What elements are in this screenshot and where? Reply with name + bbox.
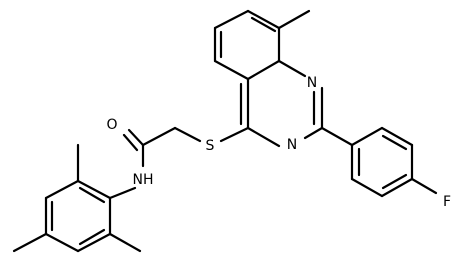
fluorine-label: F bbox=[443, 194, 451, 210]
amide-nh-label: NH bbox=[133, 172, 154, 188]
amide-group bbox=[108, 128, 145, 200]
ring-methyl-bond bbox=[277, 9, 311, 30]
amide-oxygen-label: O bbox=[106, 117, 117, 133]
mesityl-methyls bbox=[12, 143, 142, 253]
fluorophenyl-ring bbox=[320, 126, 438, 198]
ring-nitrogen-1-label: N bbox=[307, 75, 317, 91]
thioether-sulfur-label: S bbox=[206, 138, 215, 154]
pyrimidine-ring bbox=[239, 59, 324, 148]
mesityl-ring bbox=[44, 179, 112, 253]
benzo-ring bbox=[213, 9, 281, 81]
ring-nitrogen-3-label: N bbox=[287, 137, 297, 153]
thioether-linker bbox=[141, 126, 250, 147]
